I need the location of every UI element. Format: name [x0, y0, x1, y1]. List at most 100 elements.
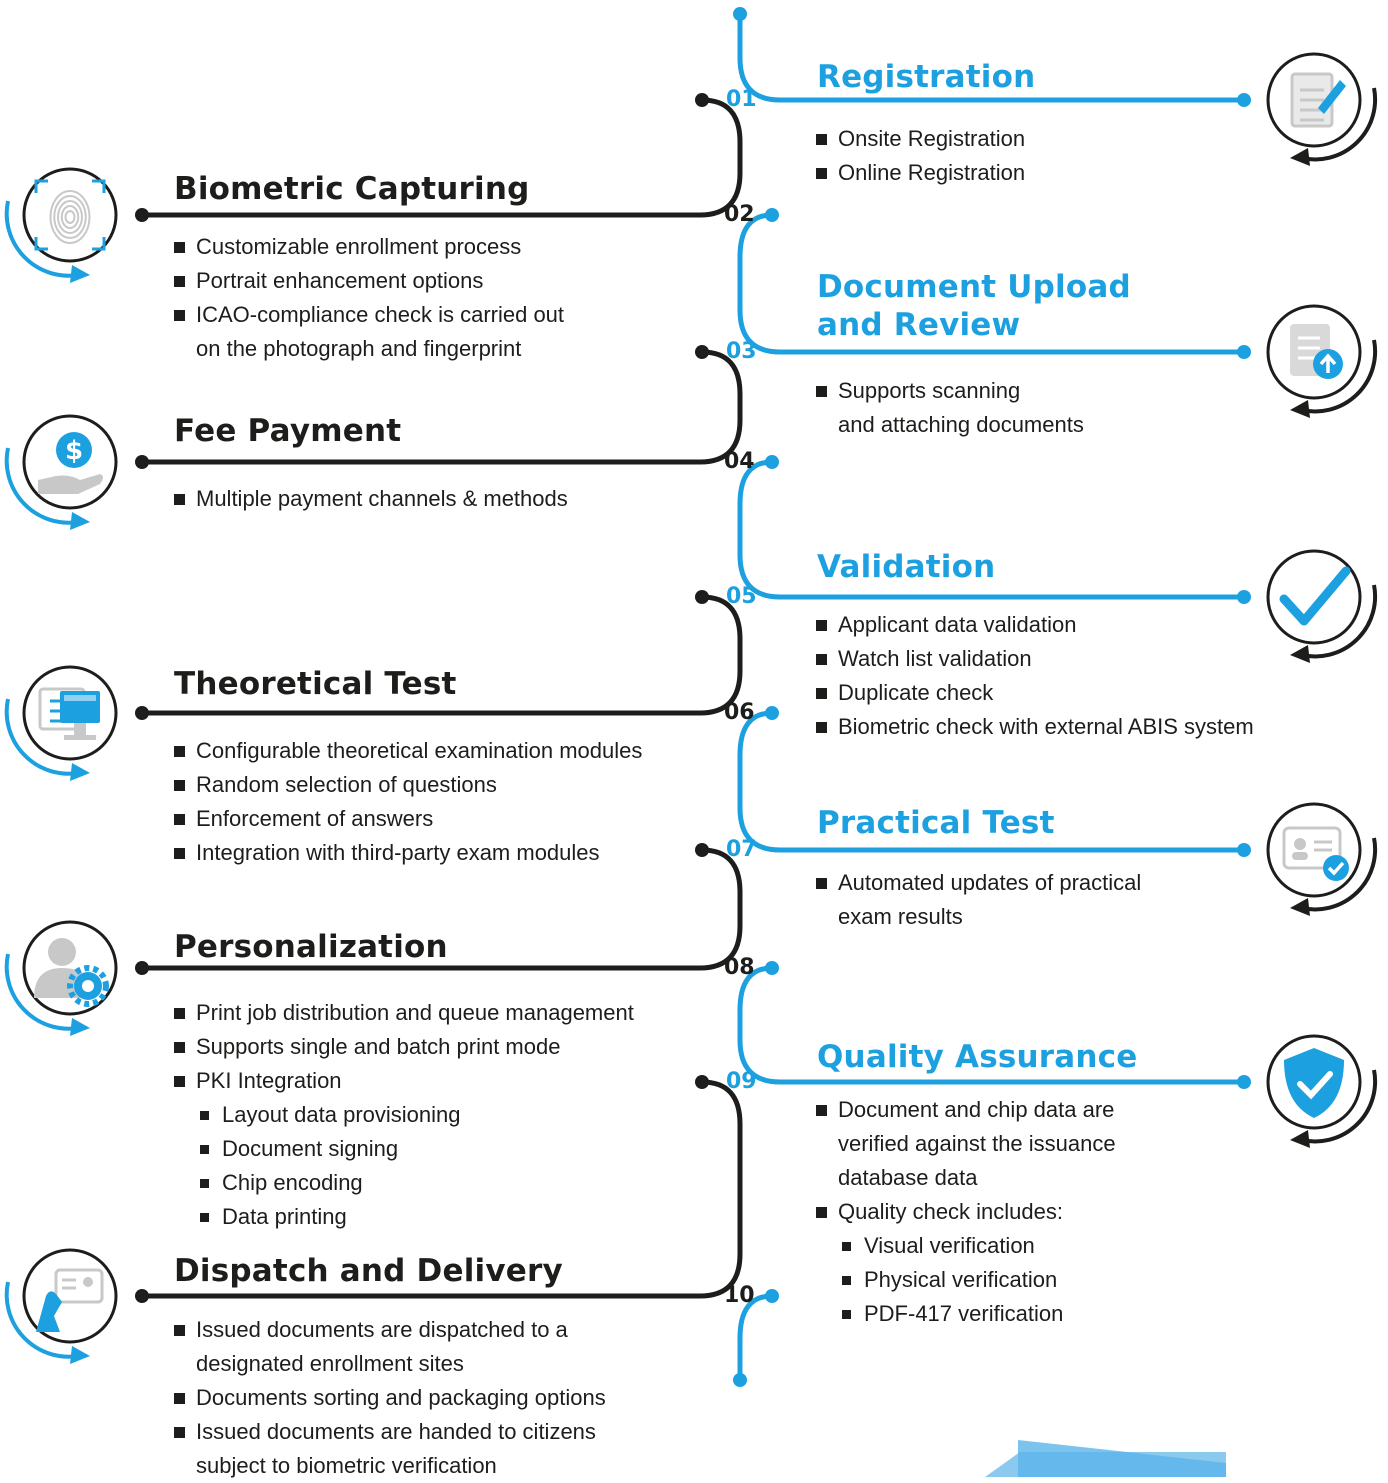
- step-title-line: Document Upload: [817, 269, 1131, 305]
- swoosh-arrowhead: [1290, 645, 1310, 663]
- swoosh-arrowhead: [70, 1018, 90, 1036]
- bullet-item: PKI Integration: [174, 1064, 634, 1098]
- hand-id-card-icon: [36, 1268, 104, 1332]
- user-settings-icon: [34, 938, 109, 1007]
- step-title: Personalization: [174, 929, 448, 965]
- connector-curve: [699, 925, 743, 971]
- swoosh-arrowhead: [70, 512, 90, 530]
- step-number: 06: [724, 700, 755, 725]
- swoosh-arc: [1301, 339, 1378, 414]
- computer-test-icon: [38, 687, 100, 740]
- gear-icon: [82, 980, 94, 992]
- hook-curve: [737, 1293, 773, 1339]
- step-number: 07: [726, 837, 757, 862]
- connector-curve: [699, 1253, 743, 1299]
- spine-end-dot: [733, 7, 747, 21]
- id-card-check-icon: [1282, 826, 1349, 881]
- bullet-item: and attaching documents: [838, 412, 1084, 437]
- bullet-item: Physical verification: [816, 1263, 1116, 1297]
- step-title: Theoretical Test: [174, 666, 457, 702]
- user-body-icon: [34, 968, 88, 998]
- step-title: Biometric Capturing: [174, 171, 530, 207]
- bullet-item: Duplicate check: [816, 676, 1254, 710]
- scan-corner-icon: [92, 179, 106, 193]
- swoosh-arrowhead: [1290, 148, 1310, 166]
- spine-end-dot: [733, 1373, 747, 1387]
- bullet-item: Issued documents are dispatched to a: [174, 1313, 606, 1347]
- bullet-item: Biometric check with external ABIS syste…: [816, 710, 1254, 744]
- bullet-item: Applicant data validation: [816, 608, 1254, 642]
- step-bullet-list: Multiple payment channels & methods: [174, 482, 568, 516]
- swoosh-arc: [1301, 584, 1378, 659]
- checkmark-icon: [1279, 566, 1351, 626]
- id-card-check-icon: [1294, 838, 1306, 850]
- step-number: 02: [724, 202, 755, 227]
- connector-end-dot: [135, 1289, 149, 1303]
- connector-end-dot: [135, 706, 149, 720]
- bullet-item: Visual verification: [816, 1229, 1116, 1263]
- dollar-sign-icon: $: [65, 436, 83, 466]
- swoosh-arrowhead: [70, 265, 90, 283]
- hook-curve: [701, 847, 743, 893]
- fingerprint-icon: [57, 200, 83, 234]
- bullet-item: Documents sorting and packaging options: [174, 1381, 606, 1415]
- bullet-item: Onsite Registration: [816, 122, 1025, 156]
- step-title: Registration: [817, 59, 1036, 95]
- bullet-item: Integration with third-party exam module…: [174, 836, 642, 870]
- scan-corner-icon: [34, 179, 48, 193]
- check-mark-icon: [1297, 1071, 1333, 1100]
- user-head-icon: [48, 938, 76, 966]
- step-bullet-list: Supports scanning and attaching documents: [816, 374, 1084, 442]
- bullet-item: Supports scanning: [816, 374, 1084, 408]
- bullet-item: subject to biometric verification: [196, 1453, 497, 1478]
- bullet-item: Print job distribution and queue managem…: [174, 996, 634, 1030]
- bullet-item: on the photograph and fingerprint: [196, 336, 522, 361]
- step-number: 04: [724, 449, 755, 474]
- step-title: Practical Test: [817, 805, 1055, 841]
- swoosh-arrowhead: [70, 763, 90, 781]
- pencil-icon: [1318, 80, 1346, 114]
- bullet-item: Document signing: [174, 1132, 634, 1166]
- bullet-item: Data printing: [174, 1200, 634, 1234]
- hook-curve: [701, 97, 743, 143]
- fingerprint-icon: [64, 210, 76, 224]
- bullet-item: Configurable theoretical examination mod…: [174, 734, 642, 768]
- bullet-item: Portrait enhancement options: [174, 264, 564, 298]
- step-number: 01: [726, 87, 757, 112]
- bullet-item: designated enrollment sites: [196, 1351, 464, 1376]
- bullet-item: Random selection of questions: [174, 768, 642, 802]
- swoosh-arc: [4, 1281, 79, 1359]
- bullet-item: Automated updates of practical: [816, 866, 1141, 900]
- bullet-item: Issued documents are handed to citizens: [174, 1415, 606, 1449]
- registration-form-icon: [1290, 72, 1346, 128]
- step-title: Quality Assurance: [817, 1039, 1138, 1075]
- shield-check-icon: [1284, 1048, 1344, 1118]
- connector-end-dot: [1237, 843, 1251, 857]
- bullet-item: Chip encoding: [174, 1166, 634, 1200]
- connector-end-dot: [1237, 1075, 1251, 1089]
- hook-curve: [737, 965, 773, 1011]
- check-badge-icon: [1327, 861, 1345, 876]
- checkmark-icon: [1279, 566, 1351, 626]
- icon-badge-ring: [22, 167, 118, 263]
- payment-hand-icon: $: [38, 432, 103, 494]
- step-number: 08: [724, 955, 755, 980]
- swoosh-arc: [1301, 837, 1378, 912]
- fingerprint-icon: [34, 179, 106, 251]
- dollar-coin-icon: [56, 432, 92, 468]
- bullet-item: Supports single and batch print mode: [174, 1030, 634, 1064]
- step-number: 03: [726, 339, 757, 364]
- connector-curve: [737, 309, 781, 355]
- step-number: 05: [726, 584, 757, 609]
- connector-end-dot: [1237, 345, 1251, 359]
- bullet-item: ICAO-compliance check is carried out: [174, 298, 564, 332]
- bullet-item: PDF-417 verification: [816, 1297, 1116, 1331]
- bullet-item: Enforcement of answers: [174, 802, 642, 836]
- connector-curve: [737, 554, 781, 600]
- check-badge-icon: [1323, 855, 1349, 881]
